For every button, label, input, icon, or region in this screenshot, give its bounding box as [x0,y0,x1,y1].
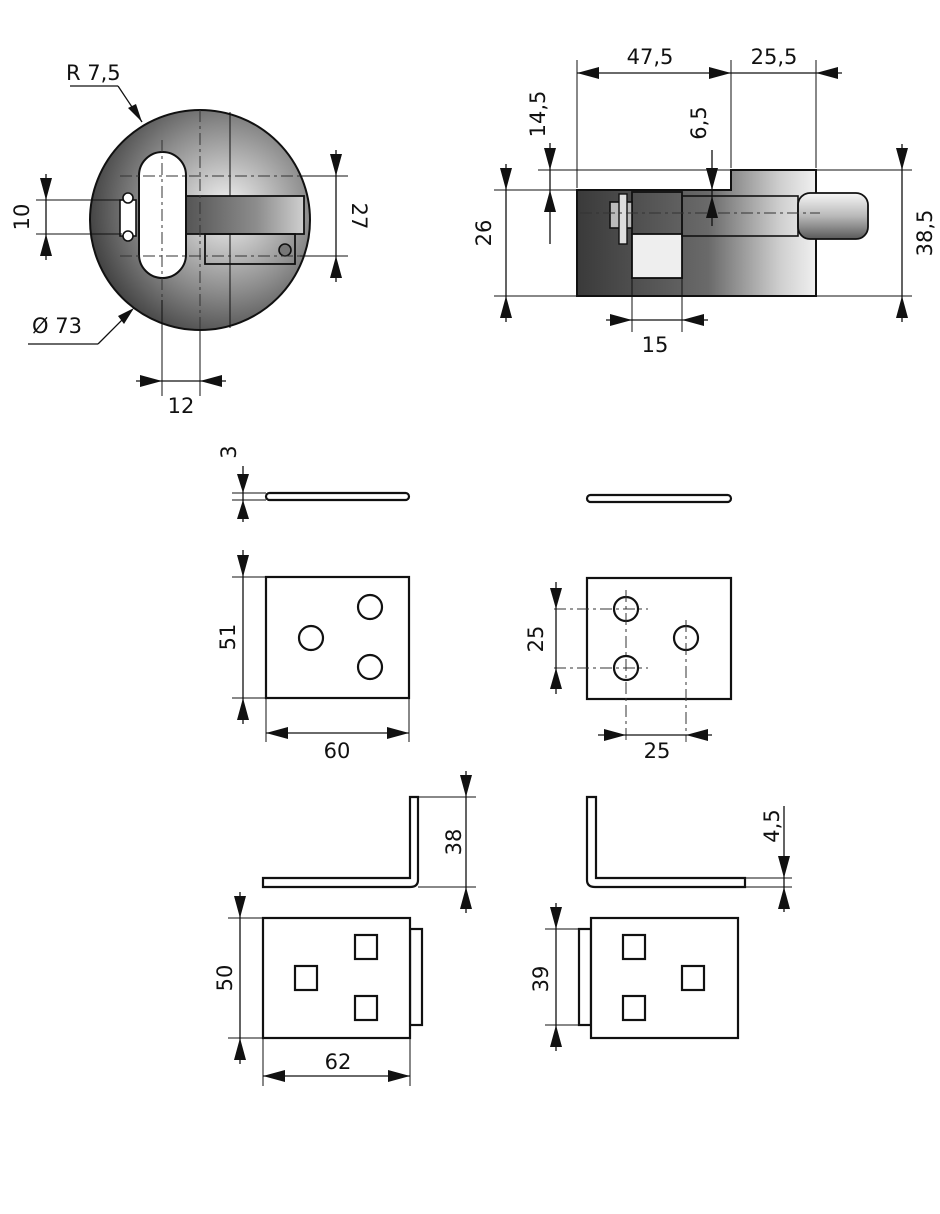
flat-plate-2: 25 25 [524,493,733,763]
flat-plate-1: 3 51 60 [216,445,411,763]
plate1-hole [356,653,384,681]
dim-47-5: 47,5 [627,45,674,69]
bolt-pin [278,243,292,257]
dim-27: 27 [347,203,371,230]
dim-3: 3 [217,445,241,458]
dim-60: 60 [324,739,351,763]
angle1-flange [408,927,424,1027]
lever-pin-top [122,192,134,204]
angle2-flange [577,927,593,1027]
side-bolt-bar [681,195,799,237]
angle1-square-hole [353,933,379,961]
dim-d73: Ø 73 [32,314,82,338]
dim-14-5: 14,5 [526,91,550,138]
lever-pin-bottom [122,230,134,242]
dim-25-5: 25,5 [751,45,798,69]
dim-26: 26 [472,220,496,247]
dim-4-5: 4,5 [760,809,784,842]
angle2-square-hole [621,994,647,1022]
plate1-edge [264,491,411,502]
angle1-square-hole [293,964,319,992]
side-body [576,169,817,297]
angle1-profile [261,795,420,889]
dim-r7-5: R 7,5 [66,61,121,85]
dim-50: 50 [213,965,237,992]
dim-51: 51 [216,624,240,651]
side-bolt-light [631,233,683,279]
dim-12: 12 [168,394,195,418]
bolt-bar [185,195,305,235]
dim-38: 38 [442,829,466,856]
angle2-square-hole [621,933,647,961]
plate1-hole [297,624,325,652]
side-rod [797,192,869,240]
angle2-square-hole [680,964,706,992]
side-pin [618,193,628,245]
lock-side-view: 47,5 25,5 14,5 6,5 26 38,5 15 [472,45,937,357]
dim-38-5: 38,5 [913,210,937,257]
angle1-face [261,916,412,1040]
plate1-hole [356,593,384,621]
angle1-square-hole [353,994,379,1022]
round-lock-front-view: R 7,5 Ø 73 10 27 12 [10,61,371,418]
dim-15: 15 [642,333,669,357]
dim-10: 10 [10,204,34,231]
plate2-face [585,576,733,701]
angle2-profile [585,795,747,889]
dim-25-h: 25 [644,739,671,763]
dim-25-v: 25 [524,626,548,653]
dim-6-5: 6,5 [687,106,711,139]
angle2-face [589,916,740,1040]
dim-39: 39 [529,966,553,993]
angle-bracket-1: 38 50 62 [213,771,476,1086]
dim-62: 62 [325,1050,352,1074]
plate1-face [264,575,411,700]
bolt-slot [204,233,296,265]
angle-bracket-2: 4,5 39 [529,795,792,1051]
plate2-edge [585,493,733,504]
plate2-hole [612,654,640,682]
